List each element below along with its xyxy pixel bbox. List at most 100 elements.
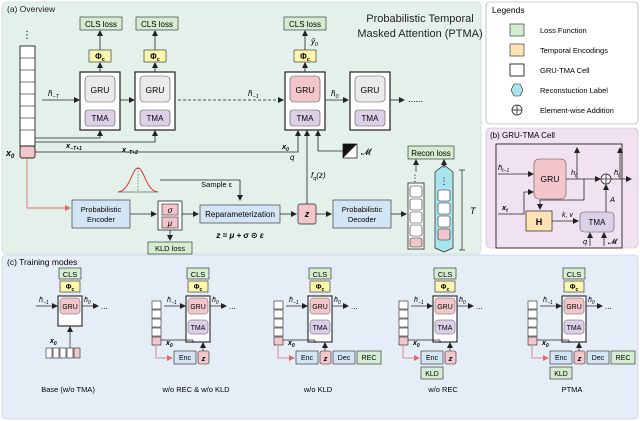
mode2-seq-cell xyxy=(151,327,162,337)
gru-tma-cell-next: GRU TMA xyxy=(349,71,391,131)
mode4-gru-label: GRU xyxy=(437,304,453,311)
mode4-enc-label: Enc xyxy=(426,355,439,362)
legend-label-cell: GRU-TMA Cell xyxy=(540,66,590,75)
mode3-gru-block xyxy=(309,297,331,315)
reparameterization-equation: z = μ + σ ⊙ ε xyxy=(215,231,264,240)
cls-loss-label-2: CLS loss xyxy=(141,20,173,29)
mode5-caption: PTMA xyxy=(562,385,583,394)
mode4-h-minus-1-label: h̄−1 xyxy=(414,297,424,306)
probabilistic-decoder-label-2: Decoder xyxy=(348,215,377,224)
mode1-seq-cell xyxy=(66,347,74,359)
mode3-dec-label: Dec xyxy=(338,355,351,362)
mode5-cls-box xyxy=(562,267,586,280)
mode2-z-label: z xyxy=(201,354,206,363)
gru-label-next: GRU xyxy=(361,85,380,95)
mode4-seq-cell xyxy=(398,309,409,319)
mode2-h-minus-1-label: h̄−1 xyxy=(167,297,177,306)
mode1-gru-block xyxy=(59,297,81,315)
mode3-seq-cell xyxy=(273,300,284,310)
mode1-seq-cell xyxy=(45,347,53,359)
mode5-dec-box xyxy=(586,350,610,365)
legend-swatch-cell xyxy=(509,63,525,77)
gru-tma-cell-2: GRU TMA xyxy=(134,71,176,131)
mode1-cls-box xyxy=(58,267,82,280)
h-minus-1-label: h̄−1 xyxy=(248,89,259,100)
cell-gru-label: GRU xyxy=(541,174,560,184)
gru-block-1 xyxy=(84,75,116,103)
mode5-gru-label: GRU xyxy=(566,304,582,311)
cell-A-label: A xyxy=(609,195,615,204)
sigma-label: σ xyxy=(168,206,174,215)
mode5-z-box xyxy=(573,350,586,365)
mode5-dec-label: Dec xyxy=(592,355,605,362)
legend-label-loss: Loss Function xyxy=(540,26,587,35)
mode4-seq-cell xyxy=(398,327,409,337)
reparameterization-label: Reparameterization xyxy=(205,210,275,219)
legend-swatch-loss xyxy=(509,23,525,37)
input-sequence-column: ⋮ xyxy=(19,30,36,159)
mode4-z-label: z xyxy=(448,354,453,363)
mode3-cls-box xyxy=(308,267,332,280)
mode1-x0-label: x0 xyxy=(49,338,57,347)
mode2-z-box xyxy=(197,350,210,365)
tma-label-2: TMA xyxy=(147,114,165,123)
mode2-tma-label: TMA xyxy=(191,325,206,332)
mode5-enc-box xyxy=(549,350,573,365)
mode2-seq-cell xyxy=(151,309,162,319)
mode5-h0-label: h̄0 xyxy=(588,297,595,306)
gru-tma-cell-current: GRU TMA xyxy=(284,71,326,131)
mode4-z-box xyxy=(444,350,457,365)
mode4-h0-label: h̄0 xyxy=(459,297,466,306)
mode3-rec-label: REC xyxy=(362,355,377,362)
mode5-phi-label: Φc xyxy=(570,284,579,293)
mu-label: μ xyxy=(167,219,173,228)
mode4-seq-cell xyxy=(398,300,409,310)
mode1-seq-cell xyxy=(73,347,81,359)
mode3-rec-box xyxy=(356,350,382,365)
mode3-seq-cell xyxy=(273,336,284,346)
mode4-phi-box xyxy=(434,280,456,293)
mode1-cls-label: CLS xyxy=(63,270,78,279)
cell-outline xyxy=(495,143,623,249)
mode5-h-minus-1-label: h̄−1 xyxy=(543,297,553,306)
mode3-tma-label: TMA xyxy=(313,325,328,332)
fq-z-label: fq(z) xyxy=(311,171,326,182)
recon-loss-box xyxy=(407,145,455,160)
mode2-gru-block xyxy=(187,297,209,315)
gru-label-1: GRU xyxy=(91,85,110,95)
cell-h-t-label: ht xyxy=(571,168,577,179)
y0-hat-label: ŷ0 xyxy=(310,37,319,48)
mode3-caption: w/o KLD xyxy=(303,385,333,394)
cell-x-t-label: xt xyxy=(501,203,508,214)
probabilistic-encoder xyxy=(71,199,131,229)
gru-label-current: GRU xyxy=(296,85,315,95)
mode4-enc-box xyxy=(420,350,444,365)
mode4-enc-arrow xyxy=(402,346,420,361)
mode3-z-label: z xyxy=(323,354,328,363)
mode2-dots: ... xyxy=(229,302,236,311)
reconstruction-label-sequence: ⋮ xyxy=(434,164,454,253)
mode4-kld-label: KLD xyxy=(425,371,439,378)
probabilistic-decoder xyxy=(332,199,392,229)
cell-h-bar-t-label: h̄t xyxy=(614,168,620,179)
mode4-seq-cell xyxy=(398,318,409,328)
mode5-kld-label: KLD xyxy=(554,371,568,378)
mode2-phi-label: Φc xyxy=(194,284,203,293)
svg-text:⋮: ⋮ xyxy=(411,173,420,183)
probabilistic-decoder-label: Probabilistic xyxy=(342,205,383,214)
x0-label: x0 xyxy=(5,148,15,160)
mode5-seq-cell xyxy=(527,336,538,346)
overview-section-label: (a) Overview xyxy=(7,4,56,14)
mode2-enc-label: Enc xyxy=(179,355,192,362)
mode3-enc-arrow xyxy=(277,346,295,361)
cell-section-label: (b) GRU-TMA Cell xyxy=(490,131,555,140)
gru-block-current xyxy=(289,75,321,103)
tma-label-current: TMA xyxy=(297,114,315,123)
tma-block-1 xyxy=(84,109,116,127)
cell-h-prev-label: h̄t−1 xyxy=(498,163,509,174)
probabilistic-encoder-label-2: Encoder xyxy=(87,215,115,224)
mode4-cls-label: CLS xyxy=(438,270,453,279)
mode2-gru-label: GRU xyxy=(190,304,206,311)
mode5-rec-label: REC xyxy=(616,355,631,362)
mode2-enc-box xyxy=(173,350,197,365)
